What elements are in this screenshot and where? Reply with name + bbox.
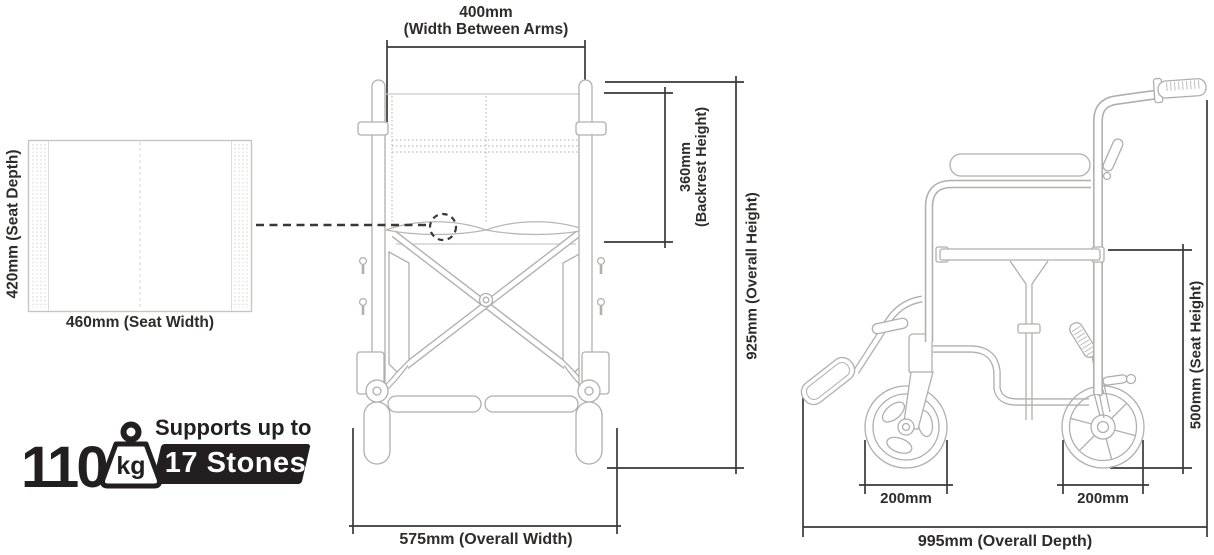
front-wheel-size-label: 200mm [880, 490, 932, 507]
hand-brake-lever [1102, 138, 1124, 181]
overall-width-label: 575mm (Overall Width) [399, 531, 573, 548]
capacity-unit: kg [116, 452, 145, 480]
overall-depth-label: 995mm (Overall Depth) [917, 533, 1093, 550]
push-handle-grip [1152, 77, 1207, 104]
capacity-stones-value: 17 Stones [164, 447, 307, 479]
width-between-arms-value: 400mm [459, 4, 513, 21]
rear-wheel-size-label: 200mm [1077, 490, 1129, 507]
frame-knobs [359, 257, 605, 315]
seat-position-connector [256, 212, 458, 242]
front-caster-right [575, 401, 603, 465]
seat-width-label: 460mm (Seat Width) [66, 314, 214, 331]
front-caster-left [363, 401, 391, 465]
backrest-stitching [391, 96, 580, 224]
width-between-arms-label: 400mm (Width Between Arms) [404, 4, 569, 39]
front-view-dimension-lines [349, 40, 744, 534]
backrest-height-value: 360mm [677, 142, 694, 192]
side-view-drawing [800, 77, 1207, 469]
footrest [800, 295, 923, 406]
center-strut [1009, 260, 1049, 420]
seat-rail [939, 248, 1101, 261]
width-between-arms-caption: (Width Between Arms) [403, 21, 569, 39]
seat-height-label: 500mm (Seat Height) [1187, 280, 1205, 430]
seat-top-view-drawing [27, 139, 253, 313]
front-view-drawing [356, 79, 610, 465]
backrest-height-label: 360mm (Backrest Height) [678, 107, 710, 227]
seat-sling [385, 221, 587, 245]
backrest-height-caption: (Backrest Height) [694, 106, 710, 228]
overall-height-label: 925mm (Overall Height) [743, 192, 761, 360]
side-panel-left [388, 250, 410, 373]
seat-depth-label: 420mm (Seat Depth) [4, 149, 22, 299]
footplate-right [484, 395, 579, 413]
capacity-caption: Supports up to [155, 415, 312, 440]
side-view-dimension-lines [802, 100, 1208, 537]
footplate-left [387, 395, 482, 413]
cross-brace [380, 231, 592, 394]
weight-kg-icon: kg [100, 421, 162, 489]
armrest-pad [949, 153, 1091, 177]
side-rear-wheel [1061, 385, 1145, 469]
capacity-weight-value: 110 [21, 435, 109, 500]
